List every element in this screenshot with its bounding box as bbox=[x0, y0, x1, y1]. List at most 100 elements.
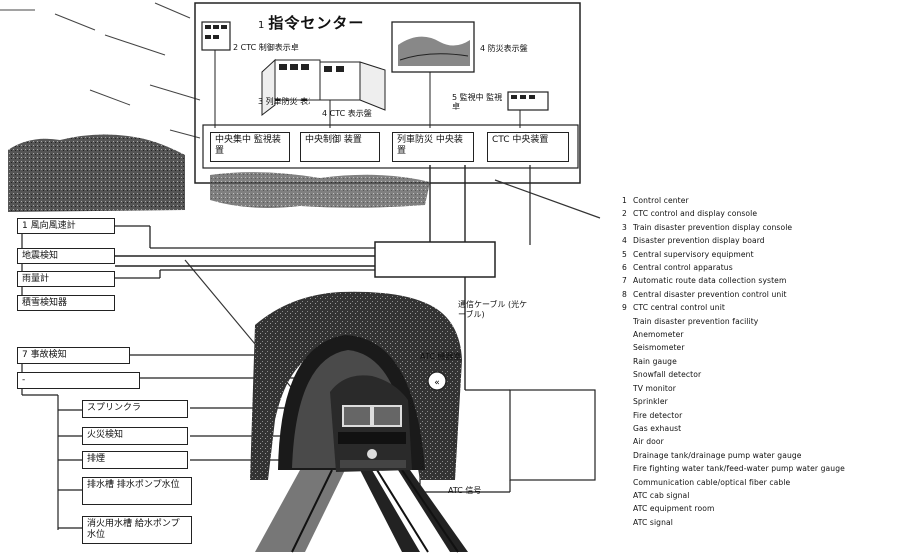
legend-item-text: Central supervisory equipment bbox=[633, 248, 897, 261]
legend-item: Fire fighting water tank/feed-water pump… bbox=[622, 462, 897, 475]
legend-item-text: Air door bbox=[633, 435, 897, 448]
field-box-rain-gauge: 雨量計 bbox=[17, 271, 115, 287]
legend-item-text: Drainage tank/drainage pump water gauge bbox=[633, 449, 897, 462]
legend-item-text: Automatic route data collection system bbox=[633, 274, 897, 287]
legend-item-text: Disaster prevention display board bbox=[633, 234, 897, 247]
legend-item: Drainage tank/drainage pump water gauge bbox=[622, 449, 897, 462]
legend-item: Snowfall detector bbox=[622, 368, 897, 381]
field-box-fire-detector: 火災検知 bbox=[82, 427, 188, 445]
legend-item-number bbox=[622, 395, 633, 408]
legend-item-number: 2 bbox=[622, 207, 633, 220]
legend-item-number bbox=[622, 462, 633, 475]
legend-item-text: Anemometer bbox=[633, 328, 897, 341]
field-box-anemometer: 1 風向風速計 bbox=[17, 218, 115, 234]
control-center-number: 1 bbox=[258, 20, 265, 31]
legend-item-number: 6 bbox=[622, 261, 633, 274]
legend-item: Fire detector bbox=[622, 409, 897, 422]
legend-item-text: CTC central control unit bbox=[633, 301, 897, 314]
legend-item-number bbox=[622, 476, 633, 489]
legend-item-text: Sprinkler bbox=[633, 395, 897, 408]
label-supervisory: 5 監視中 監視卓 bbox=[452, 93, 504, 111]
legend-item-number bbox=[622, 435, 633, 448]
legend-item: Rain gauge bbox=[622, 355, 897, 368]
legend-item: Gas exhaust bbox=[622, 422, 897, 435]
legend-item-text: Rain gauge bbox=[633, 355, 897, 368]
legend-item-text: Central disaster prevention control unit bbox=[633, 288, 897, 301]
field-box-accident-detection: 7 事故検知 bbox=[17, 347, 130, 364]
legend-item-number: 9 bbox=[622, 301, 633, 314]
unit-central-control: 中央制御 装置 bbox=[300, 132, 380, 162]
legend-item-number bbox=[622, 502, 633, 515]
legend-item-number bbox=[622, 409, 633, 422]
legend-item-text: Control center bbox=[633, 194, 897, 207]
legend-item: ATC equipment room bbox=[622, 502, 897, 515]
legend-item-number bbox=[622, 382, 633, 395]
legend-item: Anemometer bbox=[622, 328, 897, 341]
control-center-title-text: 指令センター bbox=[268, 14, 364, 32]
legend-item: Seismometer bbox=[622, 341, 897, 354]
legend-item-text: Snowfall detector bbox=[633, 368, 897, 381]
legend-item-text: Train disaster prevention display consol… bbox=[633, 221, 897, 234]
legend-item-number: 7 bbox=[622, 274, 633, 287]
legend-item-text: Seismometer bbox=[633, 341, 897, 354]
legend-item-number bbox=[622, 449, 633, 462]
field-box-seismometer: 地震検知 bbox=[17, 248, 115, 264]
legend-item-number bbox=[622, 489, 633, 502]
field-box-drainage-pump: 排水槽 排水ポンプ水位 bbox=[82, 477, 192, 505]
legend-item-number bbox=[622, 341, 633, 354]
legend-item-number: 1 bbox=[622, 194, 633, 207]
legend-item-number: 5 bbox=[622, 248, 633, 261]
label-atc-room: ATC 機器室 bbox=[420, 352, 461, 362]
legend-item: Air door bbox=[622, 435, 897, 448]
legend-item-number: 8 bbox=[622, 288, 633, 301]
label-train-console: 3 列車防災 表示卓 bbox=[258, 96, 310, 107]
field-box-snowfall: 積雪検知器 bbox=[17, 295, 115, 311]
unit-disaster-central: 列車防災 中央装置 bbox=[392, 132, 474, 162]
label-atc-signal: ATC 信号 bbox=[448, 486, 481, 496]
field-box-blank: - bbox=[17, 372, 140, 389]
legend-item-text: ATC equipment room bbox=[633, 502, 897, 515]
field-box-feedwater-pump: 消火用水槽 給水ポンプ水位 bbox=[82, 516, 192, 544]
legend-item-number: 4 bbox=[622, 234, 633, 247]
legend-item-text: Train disaster prevention facility bbox=[633, 315, 897, 328]
legend-item-number bbox=[622, 516, 633, 529]
legend-item-text: CTC control and display console bbox=[633, 207, 897, 220]
legend-item-text: TV monitor bbox=[633, 382, 897, 395]
legend-item-text: Central control apparatus bbox=[633, 261, 897, 274]
legend-item: Sprinkler bbox=[622, 395, 897, 408]
legend-item: ATC cab signal bbox=[622, 489, 897, 502]
legend-item-text: Fire detector bbox=[633, 409, 897, 422]
label-ctc-display: 4 CTC 表示盤 bbox=[322, 108, 372, 119]
legend-item: Communication cable/optical fiber cable bbox=[622, 476, 897, 489]
field-box-sprinkler: スプリンクラ bbox=[82, 400, 188, 418]
legend-item-number bbox=[622, 368, 633, 381]
legend-item-number bbox=[622, 315, 633, 328]
unit-ctc-central: CTC 中央装置 bbox=[487, 132, 569, 162]
legend-item-number bbox=[622, 328, 633, 341]
legend-item: Train disaster prevention facility bbox=[622, 315, 897, 328]
label-disaster-board: 4 防災表示盤 bbox=[480, 43, 528, 54]
legend-item-text: ATC cab signal bbox=[633, 489, 897, 502]
legend-item-text: Fire fighting water tank/feed-water pump… bbox=[633, 462, 897, 475]
field-box-gas-exhaust: 排煙 bbox=[82, 451, 188, 469]
legend-item-number bbox=[622, 422, 633, 435]
unit-central-supervisory: 中央集中 監視装置 bbox=[210, 132, 290, 162]
legend-item-number: 3 bbox=[622, 221, 633, 234]
legend-item-number bbox=[622, 355, 633, 368]
label-communication-cable: 通信ケーブル (光ケーブル) bbox=[458, 300, 528, 320]
legend-item: TV monitor bbox=[622, 382, 897, 395]
legend-item-text: Gas exhaust bbox=[633, 422, 897, 435]
legend-item-text: ATC signal bbox=[633, 516, 897, 529]
legend-item-text: Communication cable/optical fiber cable bbox=[633, 476, 897, 489]
